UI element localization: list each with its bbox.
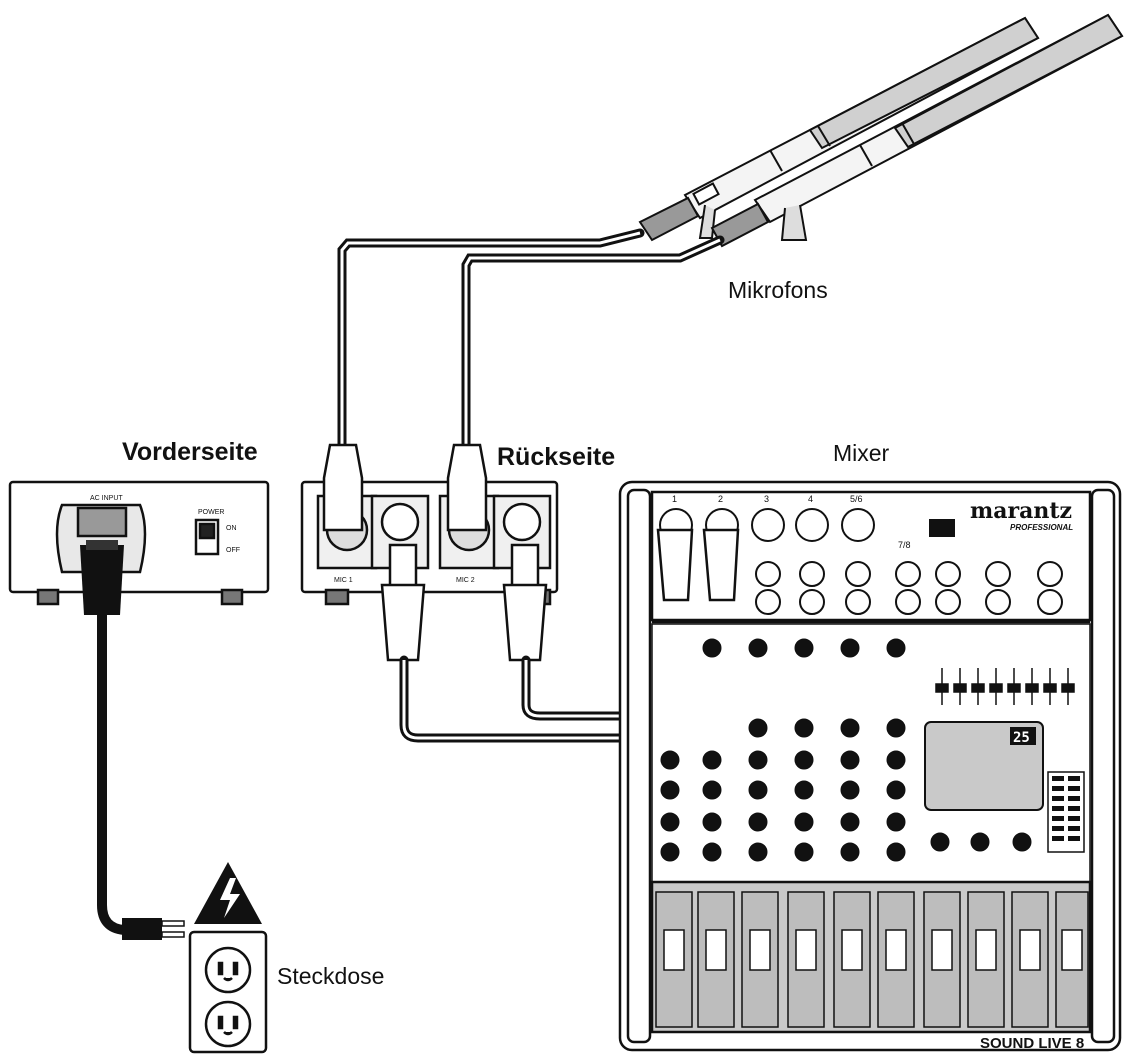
front-view-label: Vorderseite (122, 438, 258, 466)
front-on-label: ON (226, 525, 237, 532)
mic-cables-inner (340, 231, 721, 445)
mixer-ch-1: 1 (672, 494, 677, 504)
mixer-xlr-plugs (656, 528, 740, 602)
mixer-brand: marantz (970, 498, 1072, 524)
mixer-label: Mixer (833, 440, 890, 466)
mixer-ch-2: 2 (718, 494, 723, 504)
mixer-ch-78: 7/8 (898, 540, 911, 550)
front-unit (8, 480, 270, 606)
front-power-label: POWER (198, 509, 224, 516)
mixer-display-value: 25 (1013, 730, 1030, 746)
power-outlet-icon (188, 930, 268, 1054)
power-cord (80, 540, 185, 940)
mixer-level-meter (1047, 771, 1085, 853)
xlr-connectors-bottom (380, 543, 548, 662)
outlet-label: Steckdose (277, 963, 385, 989)
warning-lightning-icon (194, 862, 262, 924)
mixer-ch-3: 3 (764, 494, 769, 504)
back-view-label: Rückseite (497, 443, 616, 471)
microphones-label: Mikrofons (728, 277, 828, 303)
mixer-ch-4: 4 (808, 494, 813, 504)
mixer-display-segment (1010, 727, 1036, 745)
microphone-1 (638, 16, 1040, 242)
front-ac-input-label: AC INPUT (90, 495, 123, 502)
mixer-model-label: SOUND LIVE 8 (980, 1035, 1084, 1052)
mixer-ch-56: 5/6 (850, 494, 863, 504)
xlr-connectors-top (322, 443, 488, 532)
mic-cables (337, 228, 725, 450)
mixer-faders (655, 891, 1089, 1028)
microphone-2 (710, 13, 1124, 248)
back-mic2-label: MIC 2 (456, 577, 475, 584)
mixer-brand-sub: PROFESSIONAL (1010, 523, 1073, 532)
back-mic1-label: MIC 1 (334, 577, 353, 584)
microphones (638, 13, 1124, 248)
mixer-inputs (659, 508, 1063, 615)
mixer-eq (935, 668, 1075, 705)
front-off-label: OFF (226, 547, 240, 554)
